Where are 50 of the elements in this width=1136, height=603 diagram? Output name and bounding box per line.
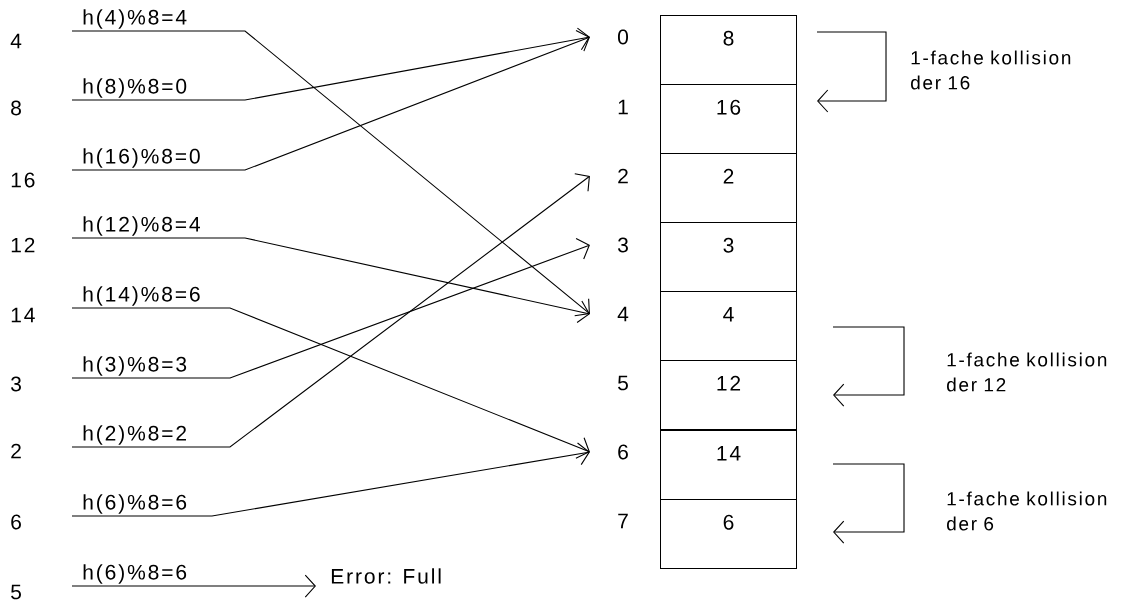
index-label: 4	[617, 306, 629, 322]
collision-arrow	[832, 326, 905, 407]
table-cell: 3	[660, 222, 797, 292]
key-number: 3	[11, 376, 21, 392]
key-number: 8	[11, 100, 21, 116]
index-label: 5	[618, 375, 628, 391]
table-cell: 8	[660, 15, 797, 85]
hash-formula: h(8)%8=0	[83, 78, 187, 98]
arrow	[71, 307, 590, 459]
arrow	[71, 574, 316, 598]
index-label: 2	[618, 168, 628, 184]
table-cell: 4	[660, 291, 797, 361]
table-cell: 6	[660, 499, 797, 569]
table-cell: 14	[660, 430, 797, 500]
hash-formula: h(12)%8=4	[83, 216, 200, 236]
key-number: 4	[10, 33, 22, 49]
arrow	[71, 30, 590, 171]
arrow	[71, 237, 590, 379]
index-label: 6	[618, 444, 628, 460]
error-text: Error: Full	[331, 568, 441, 584]
key-number: 14	[11, 307, 35, 323]
hash-formula: h(6)%8=6	[83, 494, 187, 514]
hash-formula: h(6)%8=6	[83, 564, 187, 584]
edge-label: 1-fache kollision der 16	[911, 50, 1071, 90]
index-label: 1	[618, 99, 628, 115]
index-label: 0	[618, 29, 628, 45]
hash-formula: h(14)%8=6	[83, 286, 200, 306]
edge-label: 1-fache kollision der 12	[947, 352, 1107, 392]
hash-formula: h(3)%8=3	[83, 356, 187, 376]
key-number: 16	[11, 172, 35, 188]
arrow	[71, 27, 590, 101]
index-label: 7	[618, 513, 628, 529]
arrow	[71, 442, 590, 517]
table-cell: 16	[660, 84, 797, 154]
arrow	[71, 173, 590, 448]
collision-arrow	[816, 31, 887, 113]
table-cell: 12	[660, 360, 797, 430]
key-number: 5	[11, 584, 21, 600]
table-cell: 2	[660, 153, 797, 223]
arrow	[71, 237, 590, 323]
key-number: 12	[11, 237, 35, 253]
key-number: 6	[11, 514, 21, 530]
key-number: 2	[11, 443, 21, 459]
arrow	[71, 30, 590, 317]
index-label: 3	[617, 237, 628, 253]
hash-formula: h(4)%8=4	[83, 9, 187, 29]
edge-label: 1-fache kollision der 6	[947, 491, 1107, 531]
hash-formula: h(2)%8=2	[83, 425, 186, 445]
collision-arrow	[832, 463, 905, 544]
hash-formula: h(16)%8=0	[83, 148, 200, 168]
